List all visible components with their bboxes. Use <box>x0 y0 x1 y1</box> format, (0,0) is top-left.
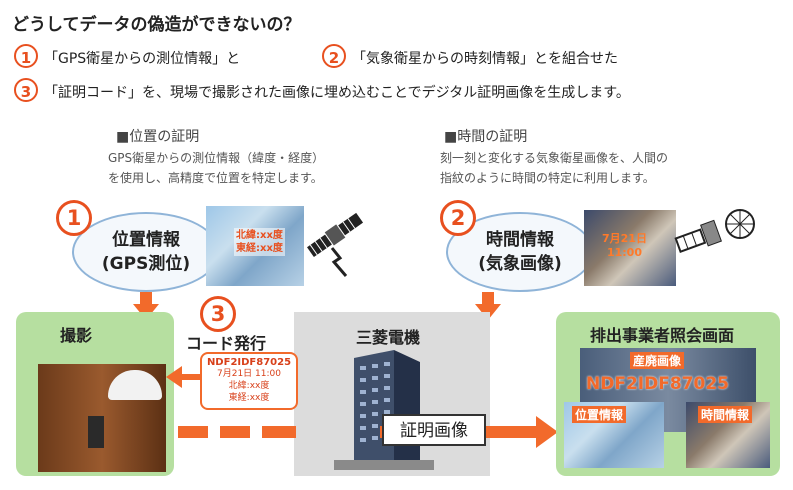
cert-arrow-head <box>536 416 558 448</box>
page-title: どうしてデータの偽造ができないの？ <box>12 15 301 35</box>
result-time-image: 時間情報 <box>686 402 770 468</box>
worker-helmet <box>108 370 162 400</box>
map-longitude: 東経:xx度 <box>236 243 283 254</box>
code-arrow-head <box>166 366 182 388</box>
result-position-image: 位置情報 <box>564 402 664 468</box>
code-card-latitude: 北緯:xx度 <box>228 381 270 391</box>
photo-box-label: 撮影 <box>60 326 93 345</box>
result-box: 排出事業者照会画面 産廃画像 NDF2IDF87025 位置情報 時間情報 <box>556 312 780 476</box>
code-card: NDF2IDF87025 7月21日 11:00 北緯:xx度 東経:xx度 <box>200 352 298 410</box>
code-issue-label: コード発行 <box>186 334 267 353</box>
certificate-image-label: 証明画像 <box>382 414 486 446</box>
position-arrow-shaft <box>140 292 152 304</box>
position-number: 1 <box>56 200 92 236</box>
camera-device <box>88 416 104 448</box>
company-area: 三菱電機 <box>294 312 490 476</box>
step-text-2: 「気象衛星からの時刻情報」とを組合せた <box>352 51 618 67</box>
step-number-3: 3 <box>14 78 38 102</box>
time-section-title: ■時間の証明 <box>444 129 528 145</box>
time-section-desc-2: 指紋のように時間の特定に利用します。 <box>440 171 655 185</box>
position-info-subtitle: (GPS測位) <box>101 254 191 274</box>
step-number-1: 1 <box>14 44 38 68</box>
position-section-desc-1: GPS衛星からの測位情報（緯度・経度） <box>108 151 325 165</box>
photo-box: 撮影 <box>16 312 174 476</box>
weather-satellite-icon <box>674 209 755 253</box>
dash-2 <box>220 426 250 438</box>
time-number: 2 <box>440 200 476 236</box>
gps-map-image: 北緯:xx度 東経:xx度 <box>206 206 304 286</box>
time-arrow-shaft <box>482 292 494 304</box>
result-code: NDF2IDF87025 <box>586 374 729 394</box>
site-photo <box>38 364 166 472</box>
position-section-desc-2: を使用し、高精度で位置を特定します。 <box>108 171 323 185</box>
code-arrow-shaft <box>180 374 200 380</box>
code-card-longitude: 東経:xx度 <box>228 393 270 403</box>
office-building-icon <box>334 350 434 470</box>
result-position-tag: 位置情報 <box>572 406 627 423</box>
step-text-1: 「GPS衛星からの測位情報」と <box>44 51 241 67</box>
result-box-label: 排出事業者照会画面 <box>590 326 735 345</box>
position-info-title: 位置情報 <box>112 230 180 250</box>
position-info-oval: 位置情報 (GPS測位) <box>72 212 220 292</box>
result-time-tag: 時間情報 <box>698 406 753 423</box>
weather-date: 7月21日 <box>602 232 647 245</box>
time-info-oval: 時間情報 (気象画像) <box>446 212 594 292</box>
time-info-title: 時間情報 <box>486 230 554 250</box>
code-card-code: NDF2IDF87025 <box>206 357 292 368</box>
position-section-title: ■位置の証明 <box>116 129 200 145</box>
code-card-datetime: 7月21日 11:00 <box>217 369 281 379</box>
waste-image-tag: 産廃画像 <box>630 352 685 369</box>
step-1: 1 「GPS衛星からの測位情報」と <box>14 44 240 68</box>
step-3: 3 「証明コード」を、現場で撮影された画像に埋め込むことでデジタル証明画像を生成し… <box>14 78 630 102</box>
time-info-subtitle: (気象画像) <box>478 254 562 274</box>
company-label: 三菱電機 <box>356 328 421 347</box>
weather-time: 11:00 <box>606 246 642 259</box>
weather-satellite-image: 7月21日 11:00 <box>584 210 676 286</box>
gps-satellite-icon <box>307 212 364 277</box>
dash-3 <box>262 426 296 438</box>
step-2: 2 「気象衛星からの時刻情報」とを組合せた <box>322 44 618 68</box>
map-latitude: 北緯:xx度 <box>236 230 283 241</box>
time-section-desc-1: 刻一刻と変化する気象衛星画像を、人間の <box>440 151 669 165</box>
step-text-3: 「証明コード」を、現場で撮影された画像に埋め込むことでデジタル証明画像を生成しま… <box>44 85 630 101</box>
dash-1 <box>178 426 208 438</box>
step-number-2: 2 <box>322 44 346 68</box>
code-number: 3 <box>200 296 236 332</box>
